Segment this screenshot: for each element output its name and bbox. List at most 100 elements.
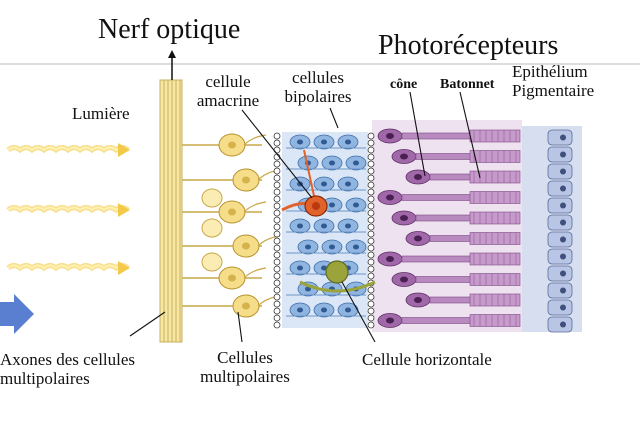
bipolar-nucleus <box>329 202 335 208</box>
photoreceptor-nucleus <box>414 297 422 303</box>
label-cellule-horizontale: Cellule horizontale <box>362 350 492 369</box>
synapse-bead <box>367 293 375 301</box>
light-waves <box>6 143 130 275</box>
synapse-bead <box>367 300 375 308</box>
label-cone: cône <box>390 77 418 92</box>
synapse-bead <box>273 307 281 315</box>
synapse-bead <box>367 272 375 280</box>
epithelium-nucleus <box>560 219 566 226</box>
photoreceptor-outer-segment <box>469 170 521 184</box>
synapse-bead <box>273 265 281 273</box>
light-wave-arrowhead <box>118 203 130 217</box>
synapse-bead <box>273 223 281 231</box>
photoreceptor-nucleus <box>400 153 408 160</box>
synapse-bead <box>273 132 281 140</box>
synapse-bead <box>273 279 281 287</box>
synapse-bead <box>273 244 281 252</box>
synapse-bead <box>273 167 281 175</box>
photoreceptor-nucleus <box>414 174 422 180</box>
light-wave-arrowhead <box>118 261 130 275</box>
horizontal-cell <box>299 260 376 293</box>
bipolar-nucleus <box>305 244 311 250</box>
synapse-bead <box>367 153 375 161</box>
synapse-bead <box>273 202 281 210</box>
synapse-bead <box>273 272 281 280</box>
photoreceptor-outer-segment <box>469 252 521 266</box>
synapse-bead <box>367 209 375 217</box>
multipolar-cell <box>201 188 223 208</box>
synapse-bead <box>367 314 375 322</box>
bipolar-nucleus <box>345 223 351 229</box>
epithelium-nucleus <box>560 253 566 260</box>
synapse-bead <box>273 251 281 259</box>
bipolar-nucleus <box>353 160 359 166</box>
epithelium-nucleus <box>560 168 566 175</box>
nerve-arrow-head <box>168 50 176 58</box>
synapse-bead <box>273 293 281 301</box>
epithelium-nucleus <box>560 270 566 277</box>
synapse-bead <box>367 223 375 231</box>
multipolar-cell <box>201 218 223 238</box>
synapse-bead <box>273 195 281 203</box>
synapse-bead <box>273 160 281 168</box>
bipolar-nucleus <box>345 307 351 313</box>
synapse-bead <box>273 258 281 266</box>
label-nerf-optique: Nerf optique <box>98 14 241 45</box>
photoreceptor-outer-segment <box>469 191 521 204</box>
epithelium-nucleus <box>560 185 566 192</box>
epithelium-nucleus <box>560 287 566 294</box>
synapse-bead <box>273 174 281 182</box>
light-wave-core <box>7 146 129 152</box>
synapse-bead <box>273 300 281 308</box>
epithelium-nucleus <box>560 134 566 141</box>
photoreceptor-outer-segment <box>469 273 521 286</box>
photoreceptor-nucleus <box>414 235 422 242</box>
synapse-bead <box>367 139 375 147</box>
epithelium-nucleus <box>560 151 566 158</box>
photoreceptor-outer-segment <box>469 211 521 225</box>
synapse-bead <box>367 230 375 238</box>
synapse-bead <box>273 216 281 224</box>
synapse-bead <box>367 174 375 182</box>
bipolar-nucleus <box>329 244 335 250</box>
multipolar-nucleus <box>228 141 236 149</box>
amacrine-cell <box>281 149 328 217</box>
synapse-bead <box>367 286 375 294</box>
bipolar-nucleus <box>321 265 327 271</box>
multipolar-cell <box>201 252 223 272</box>
epithelium-nucleus <box>560 236 566 243</box>
bipolar-nucleus <box>345 181 351 187</box>
bipolar-nucleus <box>321 307 327 313</box>
synapse-bead <box>273 230 281 238</box>
label-cellules-multipolaires: Cellules multipolaires <box>200 348 290 387</box>
bipolar-nucleus <box>345 139 351 145</box>
bipolar-nucleus <box>321 223 327 229</box>
multipolar-nucleus <box>242 302 250 310</box>
synapse-bead <box>367 188 375 196</box>
multipolar-nucleus <box>242 242 250 250</box>
synapse-bead <box>367 307 375 315</box>
multipolar-dendrite <box>243 201 267 213</box>
bipolar-nucleus <box>297 223 303 229</box>
photoreceptor-layer <box>372 120 573 333</box>
label-cellule-amacrine: cellule amacrine <box>196 72 260 111</box>
bipolar-nucleus <box>321 139 327 145</box>
photoreceptor-nucleus <box>400 276 408 283</box>
photoreceptor-outer-segment <box>469 314 521 327</box>
bipolar-nucleus <box>297 307 303 313</box>
synapse-bead <box>367 258 375 266</box>
photoreceptor-nucleus <box>400 215 408 221</box>
synapse-bead <box>367 265 375 273</box>
synapse-bead <box>273 139 281 147</box>
photoreceptor-nucleus <box>386 133 394 139</box>
bipolar-nucleus <box>329 160 335 166</box>
photoreceptor-nucleus <box>386 317 394 324</box>
optic-nerve-bundle <box>159 79 183 343</box>
light-wave-core <box>7 206 129 212</box>
multipolar-layer <box>182 133 281 318</box>
label-axones: Axones des cellules multipolaires <box>0 350 136 389</box>
multipolar-nucleus <box>242 176 250 184</box>
leader-lines <box>129 91 481 343</box>
